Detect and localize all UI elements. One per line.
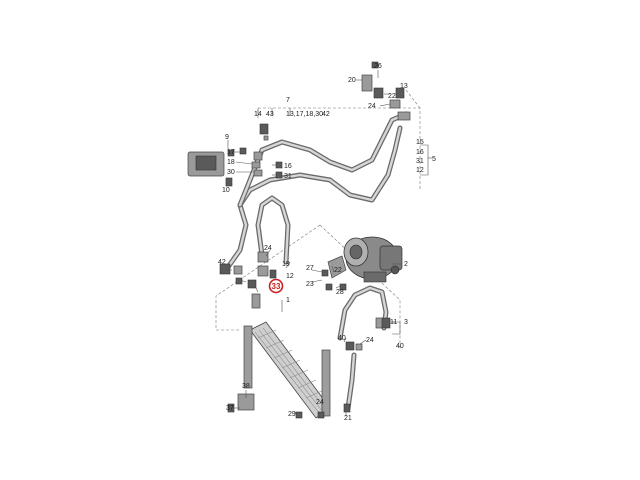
callout-label: 31 [284, 173, 292, 180]
highlight-label: 33 [272, 282, 281, 291]
callout-label: 28 [336, 289, 344, 296]
callout-label: 42 [322, 111, 330, 118]
callout-label: 20 [348, 77, 356, 84]
callout-labels: 26 20 22 24 13 7 14 43 13,17,18,30 42 15… [218, 63, 436, 422]
highlight-callout-33[interactable]: 33 [268, 278, 284, 294]
callout-label: 16 [284, 163, 292, 170]
callout-label: 22 [388, 93, 396, 100]
callout-label: 37 [226, 405, 234, 412]
callout-label: 30 [227, 169, 235, 176]
callout-label: 7 [286, 97, 290, 104]
callout-label: 1 [286, 297, 290, 304]
callout-label: 21 [344, 415, 352, 422]
callout-label: 12 [286, 273, 294, 280]
callout-label: 23 [306, 281, 314, 288]
callout-label: 18 [227, 159, 235, 166]
callout-label: 2 [404, 261, 408, 268]
callout-label: 38 [242, 383, 250, 390]
callout-label: 11 [390, 319, 397, 326]
callout-label: 15 [416, 139, 424, 146]
callout-label: 24 [264, 245, 272, 252]
compressor [343, 236, 403, 283]
callout-label: 31 [416, 158, 424, 165]
callout-label: 5 [432, 156, 436, 163]
condenser [243, 321, 331, 419]
callout-label: 3 [404, 319, 408, 326]
callout-label: 17 [227, 149, 235, 156]
callout-label: 14 [254, 111, 262, 118]
callout-label: 27 [306, 265, 314, 272]
refrigerant-pipes [223, 111, 409, 411]
callout-label: 24 [368, 103, 376, 110]
callout-label: 22 [334, 267, 342, 274]
callout-label: 26 [374, 63, 382, 70]
callout-label: 40 [396, 343, 404, 350]
callout-label: 13,17,18,30 [286, 111, 323, 118]
callout-label: 24 [366, 337, 374, 344]
callout-label: 40 [338, 335, 346, 342]
leader-lines [225, 70, 432, 416]
callout-label: 29 [288, 411, 296, 418]
callout-label: 12 [416, 167, 424, 174]
callout-label: 19 [282, 261, 290, 268]
callout-label: 24 [316, 399, 324, 406]
small-parts [187, 61, 411, 419]
callout-label: 42 [218, 259, 226, 266]
callout-label: 9 [225, 134, 229, 141]
callout-label: 13 [400, 83, 408, 90]
callout-label: 43 [266, 111, 274, 118]
callout-label: 10 [222, 187, 230, 194]
callout-label: 16 [416, 149, 424, 156]
